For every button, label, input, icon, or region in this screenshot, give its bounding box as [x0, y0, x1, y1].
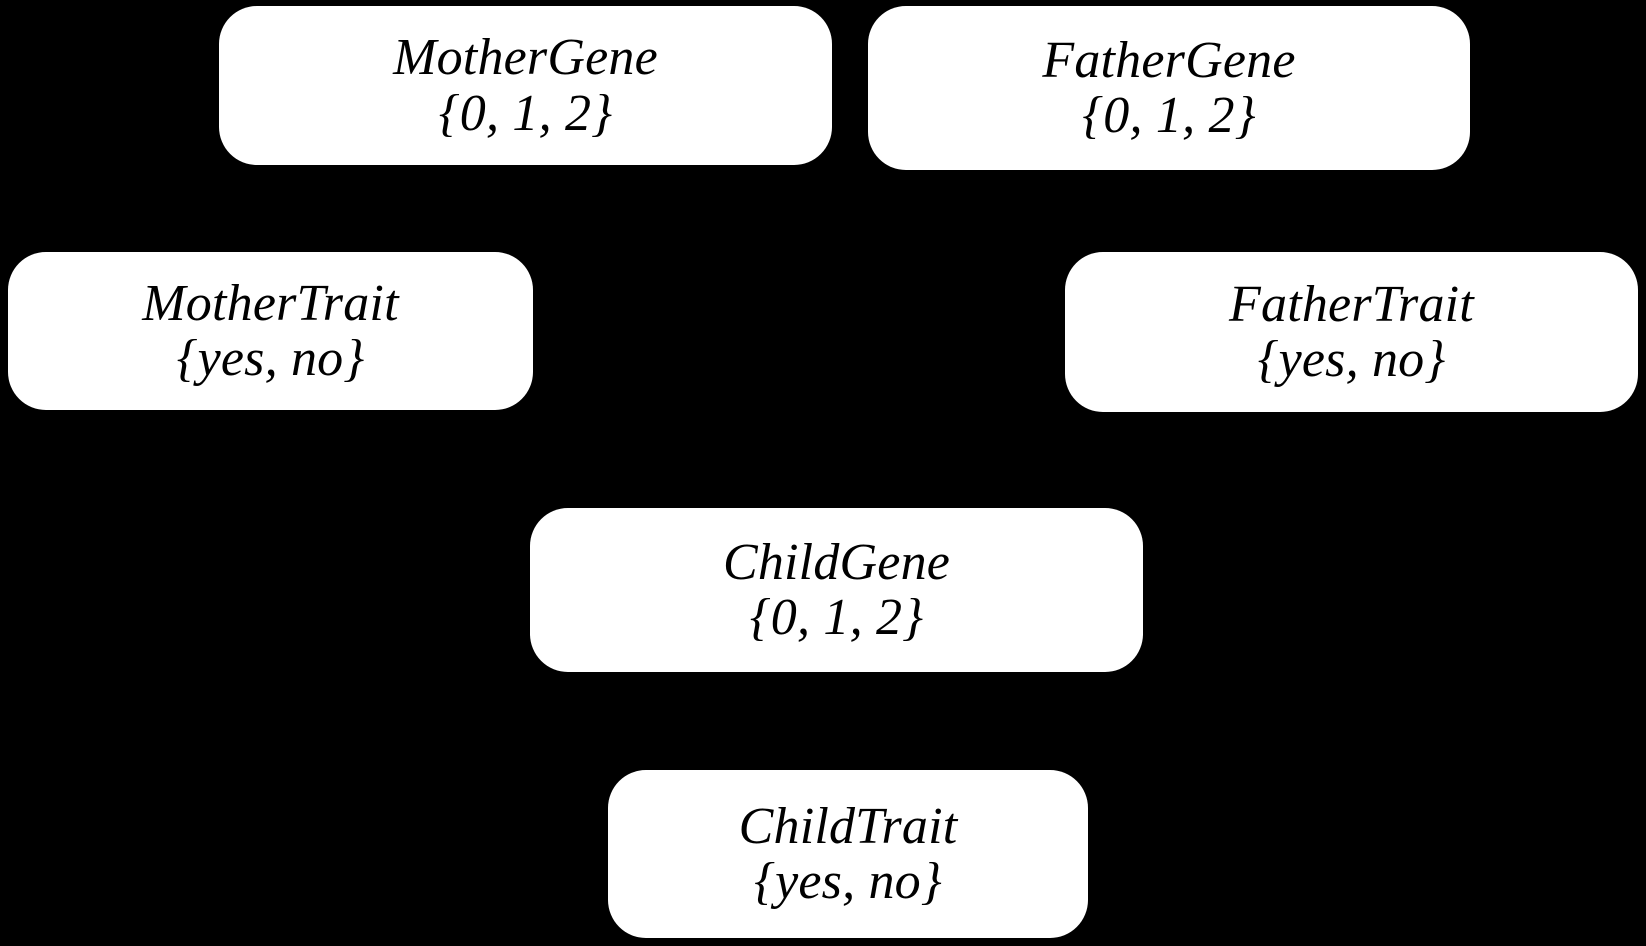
node-child-trait-domain: {yes, no} [754, 853, 942, 910]
node-father-gene-domain: {0, 1, 2} [1082, 87, 1256, 144]
node-father-trait-domain: {yes, no} [1257, 331, 1446, 388]
node-child-gene-label: ChildGene [722, 533, 951, 591]
node-father-trait[interactable]: FatherTrait {yes, no} [1065, 252, 1638, 412]
node-child-gene-domain: {0, 1, 2} [749, 589, 924, 646]
node-mother-gene-label: MotherGene [393, 29, 658, 87]
node-child-trait-label: ChildTrait [738, 797, 958, 855]
node-child-trait[interactable]: ChildTrait {yes, no} [608, 770, 1088, 938]
node-mother-trait-label: MotherTrait [142, 274, 399, 332]
node-mother-trait-domain: {yes, no} [176, 330, 365, 387]
node-mother-gene-domain: {0, 1, 2} [438, 84, 613, 142]
node-father-gene-label: FatherGene [1042, 31, 1296, 89]
node-mother-trait[interactable]: MotherTrait {yes, no} [8, 252, 533, 410]
node-father-trait-label: FatherTrait [1229, 275, 1474, 333]
node-mother-gene[interactable]: MotherGene {0, 1, 2} [219, 6, 832, 165]
node-father-gene[interactable]: FatherGene {0, 1, 2} [868, 6, 1470, 170]
node-child-gene[interactable]: ChildGene {0, 1, 2} [530, 508, 1143, 672]
